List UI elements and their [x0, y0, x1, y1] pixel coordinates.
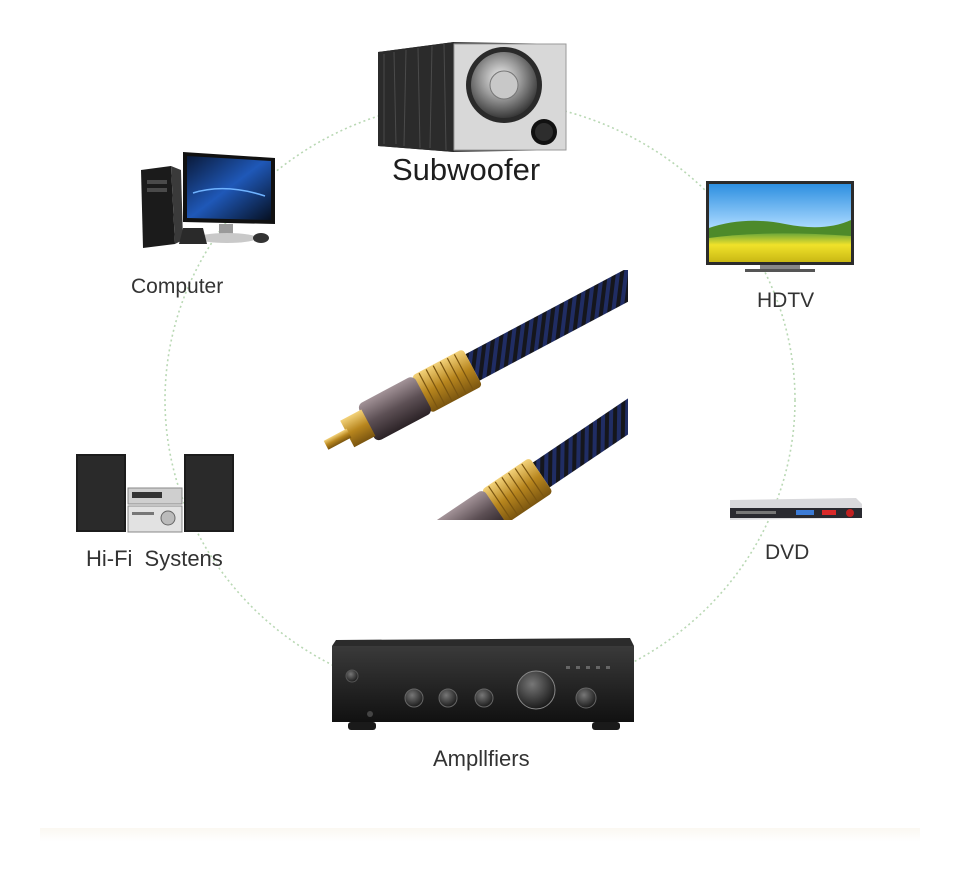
computer-icon [141, 152, 275, 248]
dvd-label: DVD [765, 541, 810, 564]
bottom-fade [40, 828, 920, 842]
dvd-player-icon [730, 498, 862, 520]
amplifier-icon [332, 638, 634, 730]
hdtv-label: HDTV [757, 289, 815, 312]
rca-cable-icon [323, 270, 628, 520]
subwoofer-icon [378, 42, 567, 152]
computer-label: Computer [131, 275, 224, 298]
hdtv-icon [706, 181, 854, 272]
subwoofer-label: Subwoofer [392, 152, 541, 187]
amplifier-label: Ampllfiers [433, 746, 530, 771]
hifi-system-icon [76, 454, 234, 533]
hifi-label: Hi-Fi Systens [86, 546, 223, 571]
